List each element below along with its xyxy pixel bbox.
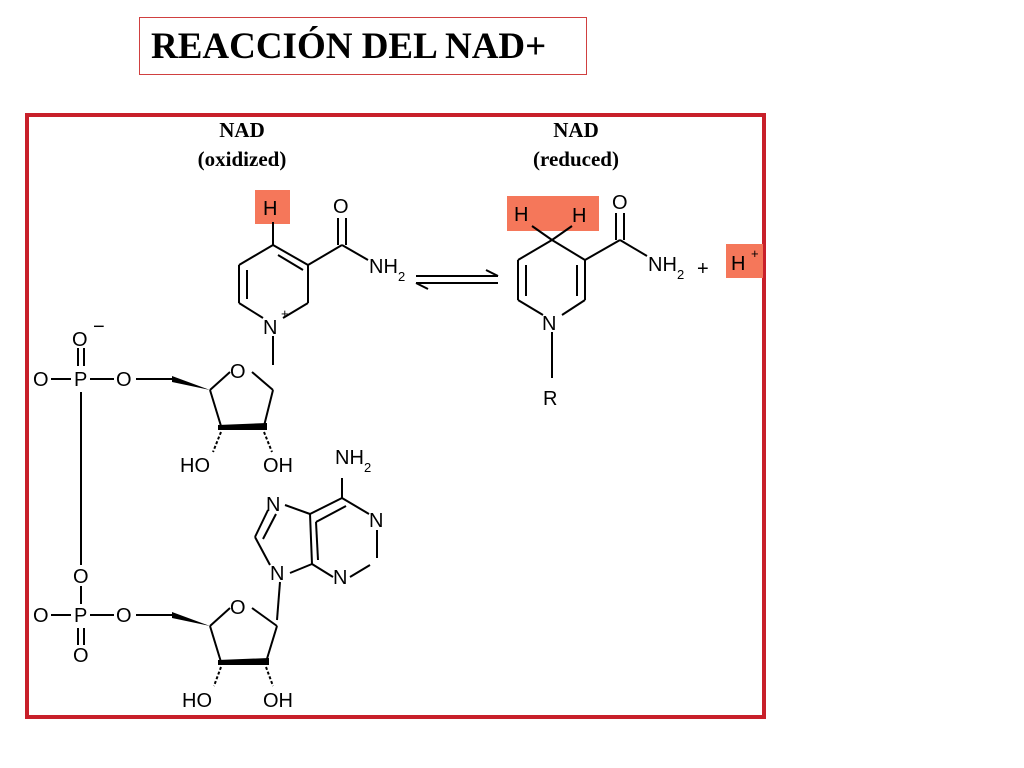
amide-sub-oxidized: 2 <box>398 269 405 284</box>
phosphate-lower-o-bridge: O <box>73 566 89 588</box>
reduced-state: (reduced) <box>533 147 619 171</box>
phosphate-lower-o-left: O <box>33 605 49 627</box>
phosphate-upper-o-left: O <box>33 369 49 391</box>
phosphate-upper-o-top: O <box>72 329 88 351</box>
highlight-proton <box>726 244 763 278</box>
page-title: REACCIÓN DEL NAD+ <box>139 17 587 75</box>
highlight-hydride-oxidized <box>255 190 290 224</box>
hydrogen-1-reduced: H <box>514 204 528 226</box>
ribose-lower <box>172 607 278 687</box>
oxidized-name: NAD <box>219 118 265 142</box>
ring-charge-oxidized: + <box>281 306 289 321</box>
proton-charge: + <box>751 246 759 261</box>
ribose-lower-o: O <box>230 597 246 619</box>
ribose-lower-ho: HO <box>182 690 212 712</box>
proton-h: H <box>731 253 745 275</box>
ribose-upper-o: O <box>230 361 246 383</box>
ribose-lower-oh: OH <box>263 690 293 712</box>
equilibrium-arrows <box>415 269 499 290</box>
ring-n-oxidized: N <box>263 317 277 339</box>
adenine-sub: 2 <box>364 460 371 475</box>
phosphate-lower <box>51 586 172 645</box>
adenine-ring <box>254 478 378 621</box>
reduced-name: NAD <box>553 118 599 142</box>
adenine-n7: N <box>266 494 280 516</box>
amide-sub-reduced: 2 <box>677 267 684 282</box>
ring-n-reduced: N <box>542 313 556 335</box>
phosphate-upper-o-right: O <box>116 369 132 391</box>
r-group: R <box>543 388 557 410</box>
ribose-upper-ho: HO <box>180 455 210 477</box>
diagram-frame <box>25 113 766 719</box>
nicotinamide-ring-oxidized <box>238 218 369 365</box>
phosphate-lower-o-bottom: O <box>73 645 89 667</box>
adenine-n3: N <box>333 567 347 589</box>
phosphate-lower-p: P <box>74 605 87 627</box>
phosphate-charge: − <box>93 316 105 338</box>
hydrogen-2-reduced: H <box>572 205 586 227</box>
plus-sign: + <box>697 258 709 280</box>
amide-nh-oxidized: NH <box>369 256 398 278</box>
ribose-upper-oh: OH <box>263 455 293 477</box>
carbonyl-o-reduced: O <box>612 192 628 214</box>
adenine-n9: N <box>270 563 284 585</box>
hydride-h-oxidized: H <box>263 198 277 220</box>
phosphate-upper-p: P <box>74 369 87 391</box>
phosphate-lower-o-right: O <box>116 605 132 627</box>
oxidized-state: (oxidized) <box>198 147 287 171</box>
adenine-n1: N <box>369 510 383 532</box>
phosphate-upper <box>51 348 172 565</box>
ribose-upper <box>172 371 274 453</box>
adenine-nh: NH <box>335 447 364 469</box>
highlight-hydrogens-reduced <box>507 196 599 231</box>
carbonyl-o-oxidized: O <box>333 196 349 218</box>
amide-nh-reduced: NH <box>648 254 677 276</box>
nicotinamide-ring-reduced <box>517 213 648 378</box>
